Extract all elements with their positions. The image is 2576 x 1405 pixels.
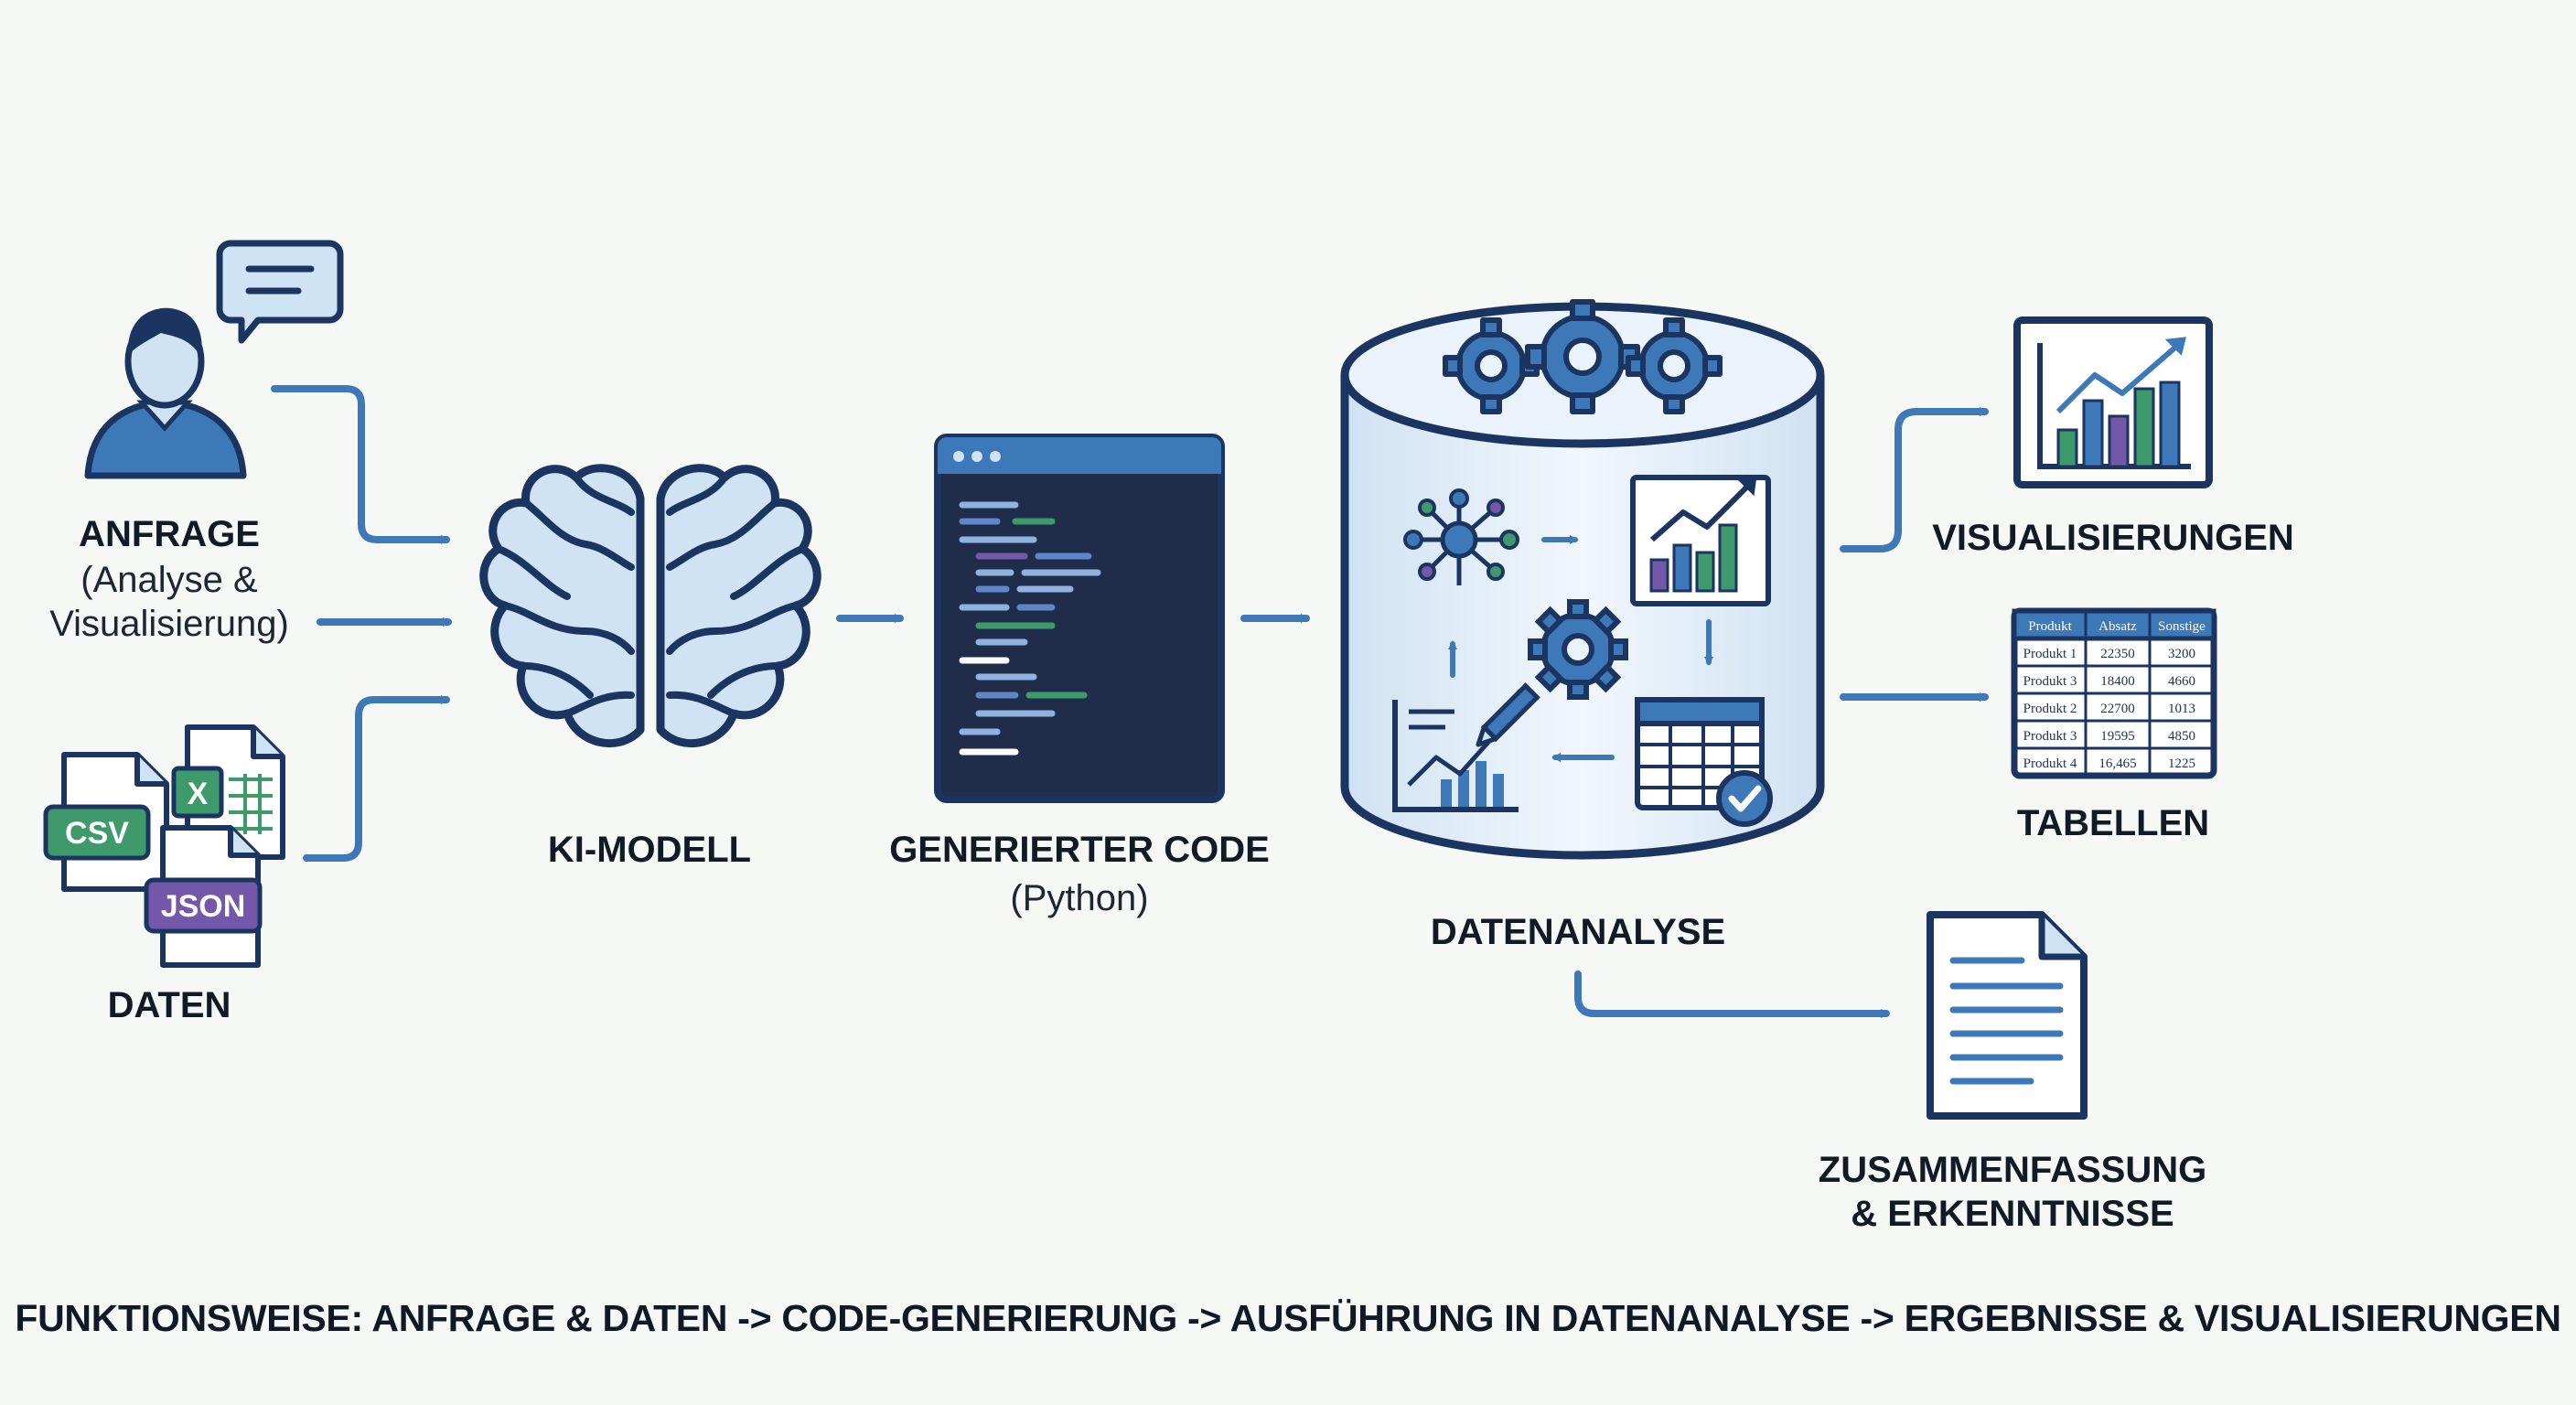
json-label: JSON bbox=[161, 889, 246, 924]
brain-icon bbox=[479, 464, 821, 748]
request-title: ANFRAGE bbox=[79, 514, 260, 554]
table-cell: Produkt 2 bbox=[2023, 702, 2077, 716]
arrow-analysis-to-summary bbox=[1574, 971, 1890, 1018]
table-header-cell: Absatz bbox=[2098, 619, 2137, 634]
network-icon bbox=[1403, 488, 1519, 585]
process-gear-icon bbox=[1528, 599, 1628, 700]
summary-document-icon bbox=[1927, 911, 2088, 1120]
visualizations-title: VISUALISIERUNGEN bbox=[1932, 518, 2294, 558]
table-cell: Produkt 3 bbox=[2023, 674, 2077, 689]
table-icon: Produkt Absatz Sonstige Produkt 1 22350 32… bbox=[2011, 607, 2217, 779]
request-subtitle: (Analyse & Visualisierung) bbox=[49, 560, 289, 644]
tables-title: TABELLEN bbox=[2016, 803, 2210, 843]
summary-title: ZUSAMMENFASSUNG & ERKENNTNISSE bbox=[1818, 1150, 2207, 1234]
code-subtitle: (Python) bbox=[1010, 878, 1149, 918]
table-cell: Produkt 3 bbox=[2023, 729, 2077, 744]
table-cell: 3200 bbox=[2168, 647, 2195, 661]
table-cell: 4850 bbox=[2168, 729, 2195, 744]
visualization-chart-icon bbox=[2013, 316, 2213, 488]
ai-model-title: KI-MODELL bbox=[547, 830, 752, 870]
table-cell: 22350 bbox=[2100, 647, 2135, 661]
footer-caption: FUNKTIONSWEISE: ANFRAGE & DATEN -> CODE-… bbox=[15, 1297, 2561, 1339]
table-cell: 1013 bbox=[2168, 702, 2195, 716]
table-cell: Produkt 1 bbox=[2023, 647, 2077, 661]
excel-file-icon: X bbox=[171, 724, 285, 860]
table-cell: 4660 bbox=[2168, 674, 2195, 689]
table-cell: Produkt 4 bbox=[2023, 756, 2077, 771]
speech-bubble-icon bbox=[216, 240, 344, 344]
table-cell: 1225 bbox=[2168, 756, 2195, 771]
inner-chart-icon bbox=[1630, 475, 1771, 606]
table-header-cell: Produkt bbox=[2028, 619, 2072, 634]
user-icon bbox=[84, 307, 247, 479]
chart-pencil-icon bbox=[1392, 682, 1540, 812]
table-header-cell: Sonstige bbox=[2158, 619, 2206, 634]
arrow-request-to-model bbox=[271, 385, 450, 544]
excel-x-letter: X bbox=[188, 777, 209, 811]
csv-label: CSV bbox=[65, 816, 129, 851]
spreadsheet-check-icon bbox=[1635, 697, 1773, 827]
inner-flow-arrows bbox=[1448, 535, 1713, 762]
table-cell: 16,465 bbox=[2098, 756, 2136, 771]
csv-file-icon: CSV bbox=[43, 752, 169, 892]
data-title: DATEN bbox=[107, 985, 231, 1025]
code-title: GENERIERTER CODE bbox=[889, 830, 1270, 870]
arrow-analysis-to-visualizations bbox=[1840, 407, 1989, 552]
analysis-title: DATENANALYSE bbox=[1430, 912, 1726, 952]
table-cell: 22700 bbox=[2100, 702, 2135, 716]
arrow-data-to-model bbox=[303, 695, 450, 862]
code-window bbox=[934, 434, 1225, 803]
table-cell: 18400 bbox=[2100, 674, 2135, 689]
gears-icon bbox=[1443, 299, 1723, 414]
json-file-icon: JSON bbox=[144, 825, 263, 968]
table-cell: 19595 bbox=[2100, 729, 2135, 744]
